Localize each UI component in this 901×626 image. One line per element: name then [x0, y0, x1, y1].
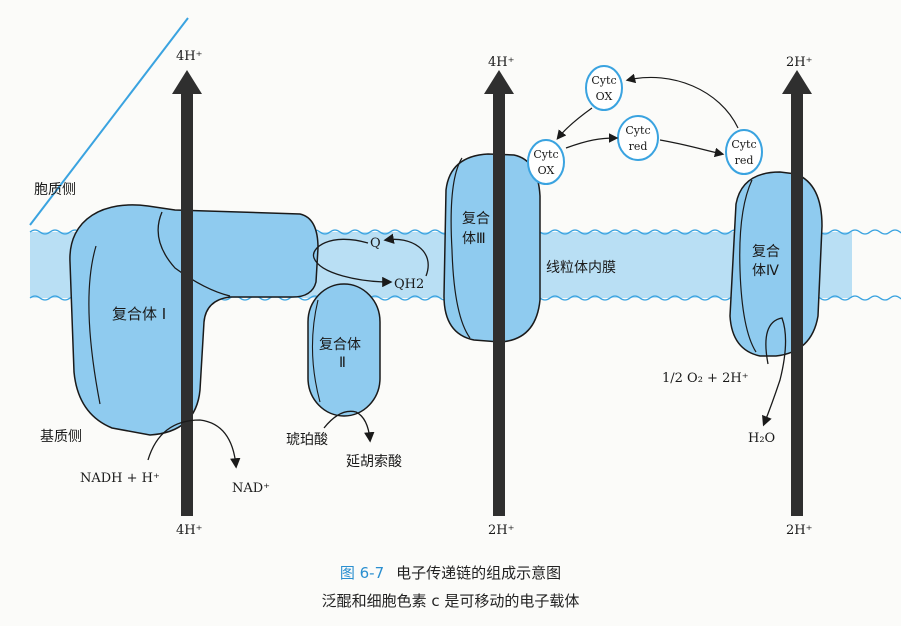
proton-bottom-1-label: 4H⁺	[176, 523, 202, 538]
figure-subtitle: 泛醌和细胞色素 c 是可移动的电子载体	[321, 592, 580, 610]
cytc-red-middle-line2: red	[629, 140, 648, 153]
cytc-ox-left	[527, 139, 565, 185]
succinate-arrow	[323, 410, 375, 443]
oxygen-arrow	[762, 317, 787, 427]
inner-membrane-label: 线粒体内膜	[546, 260, 616, 276]
complex-2	[307, 283, 381, 417]
complex-4-label-line1: 复合	[752, 243, 780, 260]
cytc-ox-top	[585, 65, 623, 111]
cytc-red-middle-line1: Cytc	[625, 124, 650, 137]
proton-top-4-label: 2H⁺	[786, 55, 812, 70]
matrix-side-label: 基质侧	[40, 428, 82, 445]
complex-2-label-line1: 复合体	[319, 336, 361, 353]
complex-3	[443, 153, 541, 343]
cytc-ox-top-line2: OX	[596, 90, 613, 103]
succinate-label: 琥珀酸	[286, 432, 328, 448]
proton-arrow-1	[172, 70, 202, 516]
nadh-arrow	[147, 419, 241, 469]
proton-top-1-label: 4H⁺	[176, 49, 202, 64]
nadh-label: NADH + H⁺	[80, 471, 160, 486]
electron-transport-chain-diagram: 胞质侧 基质侧 线粒体内膜 复合体 I 复合体 Ⅱ 复合 体Ⅲ 复合 体Ⅳ Q …	[29, 17, 901, 538]
cytoplasm-side-label: 胞质侧	[34, 182, 76, 198]
complex-1-label: 复合体 I	[112, 305, 166, 323]
proton-bottom-4-label: 2H⁺	[786, 523, 812, 538]
proton-arrow-4	[782, 70, 812, 516]
qh2-label: QH2	[394, 277, 424, 292]
cytc-ox-top-line1: Cytc	[591, 74, 616, 87]
complex-4-label-line2: 体Ⅳ	[752, 263, 779, 279]
q-cycle-arrows	[312, 233, 429, 288]
cytc-red-right-line1: Cytc	[731, 138, 756, 151]
water-label: H₂O	[748, 431, 775, 446]
figure-caption: 图 6-7 电子传递链的组成示意图	[0, 562, 901, 583]
oxygen-label: 1/2 O₂ + 2H⁺	[662, 371, 749, 386]
complex-3-label-line1: 复合	[462, 210, 490, 227]
complex-2-label-line2: Ⅱ	[339, 355, 346, 371]
cytc-red-middle	[617, 115, 659, 161]
q-label: Q	[370, 236, 381, 251]
cytc-cycle-arrows	[556, 73, 739, 158]
complex-3-label-line2: 体Ⅲ	[462, 231, 486, 247]
figure-title: 电子传递链的组成示意图	[396, 564, 562, 582]
cytoplasm-boundary-line	[29, 17, 189, 226]
cytc-ox-left-line1: Cytc	[533, 148, 558, 161]
cytc-red-right	[725, 129, 763, 175]
proton-arrow-3	[484, 70, 514, 516]
figure-label: 图 6-7	[339, 564, 385, 582]
fumarate-label: 延胡索酸	[346, 453, 402, 470]
complex-1	[69, 204, 319, 436]
proton-top-3-label: 4H⁺	[488, 55, 514, 70]
cytc-ox-left-line2: OX	[538, 164, 555, 177]
proton-bottom-3-label: 2H⁺	[488, 523, 514, 538]
nad-label: NAD⁺	[232, 481, 270, 496]
cytc-red-right-line2: red	[735, 154, 754, 167]
